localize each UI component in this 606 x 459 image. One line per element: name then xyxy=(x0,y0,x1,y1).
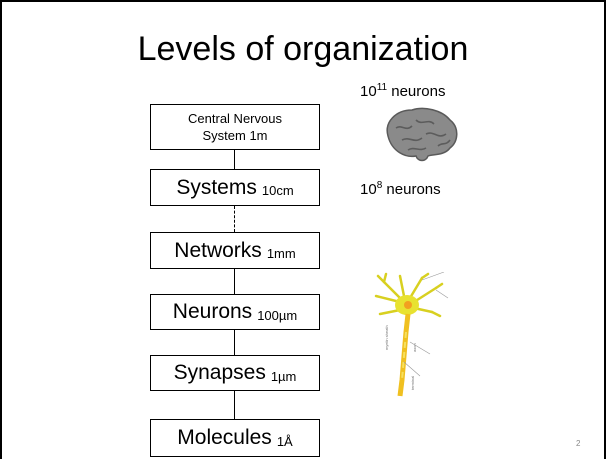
level-name: Synapses xyxy=(173,361,266,384)
brain-icon xyxy=(386,107,458,162)
level-size: 10cm xyxy=(261,183,294,198)
level-size: 1Å xyxy=(276,433,293,449)
level-name: Networks xyxy=(174,238,262,262)
level-size: 100µm xyxy=(257,307,298,323)
brain-neuron-count: 1011 neurons xyxy=(360,82,446,100)
connector xyxy=(234,330,235,355)
level-box-networks: Networks 1mm xyxy=(150,232,320,269)
dashed-connector xyxy=(234,206,235,232)
level-box-systems: Systems 10cm xyxy=(150,169,320,206)
level-label-line2: System 1m xyxy=(202,128,268,143)
level-size: 1mm xyxy=(266,246,296,261)
connector xyxy=(234,150,235,169)
slide-title: Levels of organization xyxy=(137,30,469,68)
svg-text:myelin sheath: myelin sheath xyxy=(384,325,389,350)
level-size: 1µm xyxy=(270,368,297,384)
level-label-line1: Central Nervous xyxy=(188,111,282,126)
svg-text:terminal: terminal xyxy=(410,376,415,390)
neuron-icon: myelin sheath axon terminal xyxy=(374,272,449,397)
svg-text:axon: axon xyxy=(412,343,417,352)
level-name: Neurons xyxy=(172,300,253,323)
connector xyxy=(234,391,235,419)
connector xyxy=(234,269,235,294)
level-box-cns: Central Nervous System 1m xyxy=(150,104,320,150)
level-name: Systems xyxy=(176,175,257,199)
page-number: 2 xyxy=(576,439,581,448)
level-name: Molecules xyxy=(177,426,272,449)
systems-neuron-count: 108 neurons xyxy=(360,180,441,198)
